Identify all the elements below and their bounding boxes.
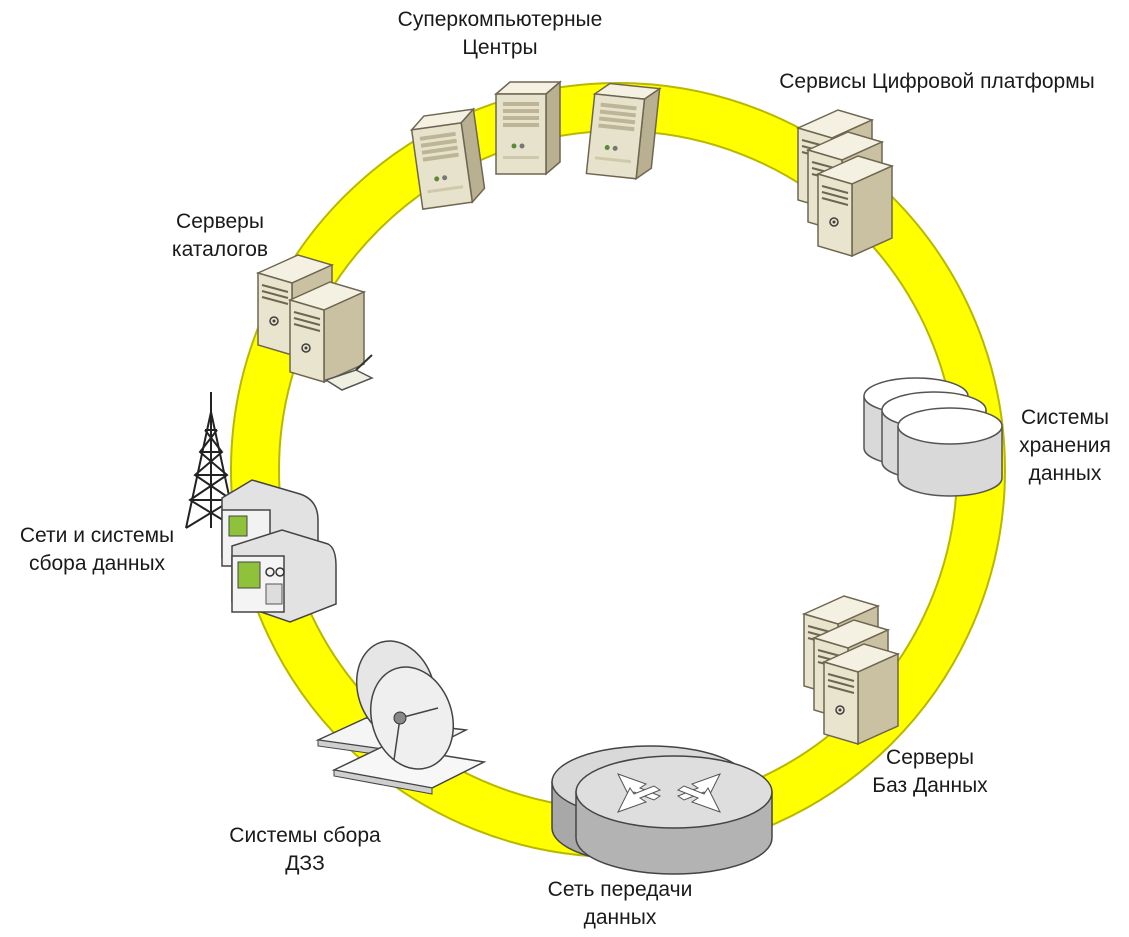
- catalog-label-line2: каталогов: [171, 238, 269, 261]
- remote-sensing-label: Системы сбора ДЗЗ: [205, 822, 405, 878]
- supercomputer-tower-icon: [585, 81, 661, 181]
- db-servers-label-line2: Баз Данных: [872, 774, 988, 797]
- supercomputer-tower-icon: [495, 81, 561, 175]
- collection-networks-label-line1: Сети и системы: [19, 524, 175, 547]
- catalog-label-line1: Серверы: [176, 210, 264, 233]
- catalog-label: Серверы каталогов: [150, 208, 290, 264]
- network-label: Сеть передачи данных: [520, 876, 720, 932]
- supercomputer-label-line2: Центры: [462, 36, 538, 59]
- platform-server-stack-icon: [797, 109, 893, 257]
- measurement-device-icon: [221, 479, 337, 623]
- satellite-dish-icon: [315, 640, 487, 795]
- remote-sensing-label-line2: ДЗЗ: [285, 852, 325, 875]
- storage-label-line3: данных: [1028, 462, 1102, 485]
- db-server-stack-icon: [803, 595, 899, 745]
- remote-sensing-label-line1: Системы сбора: [229, 824, 381, 847]
- collection-networks-label: Сети и системы сбора данных: [2, 522, 192, 578]
- router-icon: [551, 745, 773, 875]
- db-servers-label: Серверы Баз Данных: [855, 744, 1005, 800]
- storage-label: Системы хранения данных: [1005, 404, 1125, 488]
- platform-label: Сервисы Цифровой платформы: [752, 68, 1122, 96]
- network-label-line2: данных: [583, 906, 657, 929]
- platform-label-line1: Сервисы Цифровой платформы: [779, 70, 1095, 93]
- db-servers-label-line1: Серверы: [886, 746, 974, 769]
- supercomputer-tower-icon: [409, 108, 487, 210]
- supercomputer-label-line1: Суперкомпьютерные: [397, 8, 603, 31]
- supercomputer-label: Суперкомпьютерные Центры: [360, 6, 640, 62]
- collection-networks-label-line2: сбора данных: [28, 552, 166, 575]
- network-label-line1: Сеть передачи: [547, 878, 693, 901]
- storage-label-line1: Системы: [1021, 406, 1109, 429]
- storage-label-line2: хранения: [1019, 434, 1111, 457]
- catalog-server-pair-icon: [257, 254, 374, 391]
